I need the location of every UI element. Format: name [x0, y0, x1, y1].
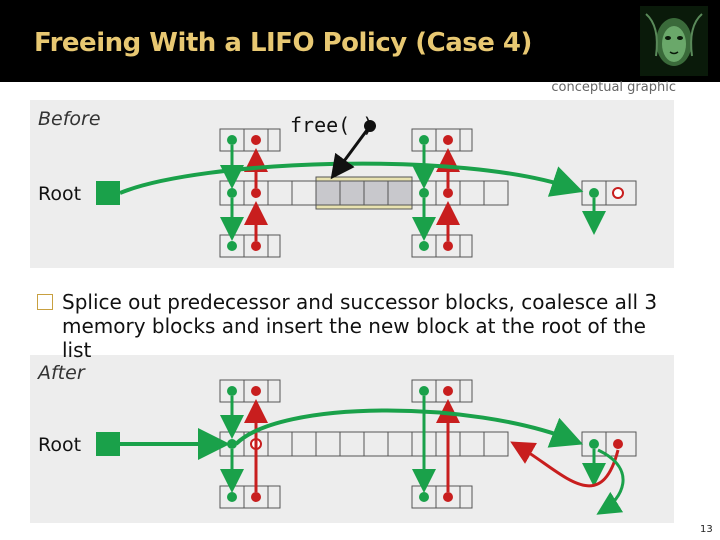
logo-face-icon — [640, 6, 708, 76]
conceptual-graphic-note: conceptual graphic — [551, 80, 676, 95]
free-pointer-dot — [364, 120, 376, 132]
root-label-before: Root — [38, 183, 82, 205]
left-lower-block — [219, 234, 281, 258]
coalesced-block — [219, 431, 509, 457]
root-label-after: Root — [38, 434, 82, 456]
new-block-next-link — [234, 408, 584, 448]
bullet-point: Splice out predecessor and successor blo… — [37, 290, 677, 362]
tail-prev-link — [510, 441, 620, 488]
before-label: Before — [38, 108, 101, 130]
before-diagram — [96, 120, 637, 258]
slide-title: Freeing With a LIFO Policy (Case 4) — [34, 28, 532, 58]
root-square — [96, 181, 120, 205]
after-diagram — [96, 379, 637, 515]
vertical-links — [220, 145, 606, 241]
freed-block — [315, 176, 413, 210]
bullet-marker-icon — [37, 294, 53, 310]
pointer-dots — [227, 135, 624, 251]
title-bar — [0, 0, 720, 82]
after-label: After — [38, 362, 85, 384]
page-number: 13 — [700, 524, 713, 535]
right-lower-block — [411, 234, 473, 258]
free-pointer-arrow — [330, 125, 372, 180]
free-call-label: free( ) — [290, 113, 375, 137]
left-lower-block-after — [219, 485, 281, 509]
root-square-after — [96, 432, 120, 456]
bullet-text: Splice out predecessor and successor blo… — [62, 290, 658, 362]
right-lower-block-after — [411, 485, 473, 509]
tail-next-link — [596, 448, 625, 515]
